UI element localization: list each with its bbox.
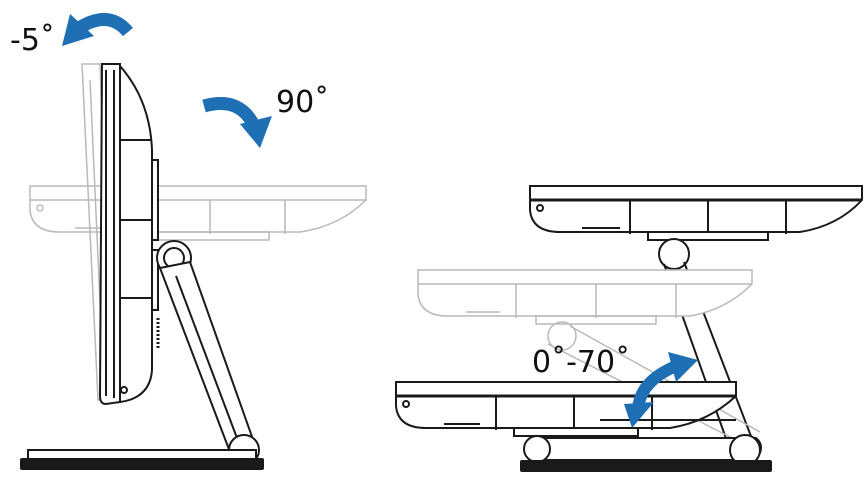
tilt-back-label: -5˚ bbox=[10, 23, 55, 58]
stand-arm-left bbox=[156, 240, 260, 466]
left-figure bbox=[20, 63, 367, 470]
ghost-monitor-horizontal-left bbox=[29, 185, 367, 241]
monitor-bottom-right bbox=[395, 381, 737, 437]
ghost-monitor-middle-right bbox=[417, 269, 761, 441]
monitor-vertical-side bbox=[98, 63, 160, 406]
curved-arrow-down-icon bbox=[202, 97, 272, 148]
double-curved-arrow-icon bbox=[624, 352, 698, 428]
right-figure bbox=[395, 185, 863, 472]
curved-arrow-left-icon bbox=[62, 13, 133, 46]
tilt-range-label: 0˚-70˚ bbox=[532, 345, 630, 380]
rotate-label: 90˚ bbox=[276, 85, 329, 120]
stand-base-left bbox=[20, 449, 264, 470]
monitor-top-right bbox=[529, 185, 863, 241]
stand-base-right bbox=[520, 434, 772, 472]
